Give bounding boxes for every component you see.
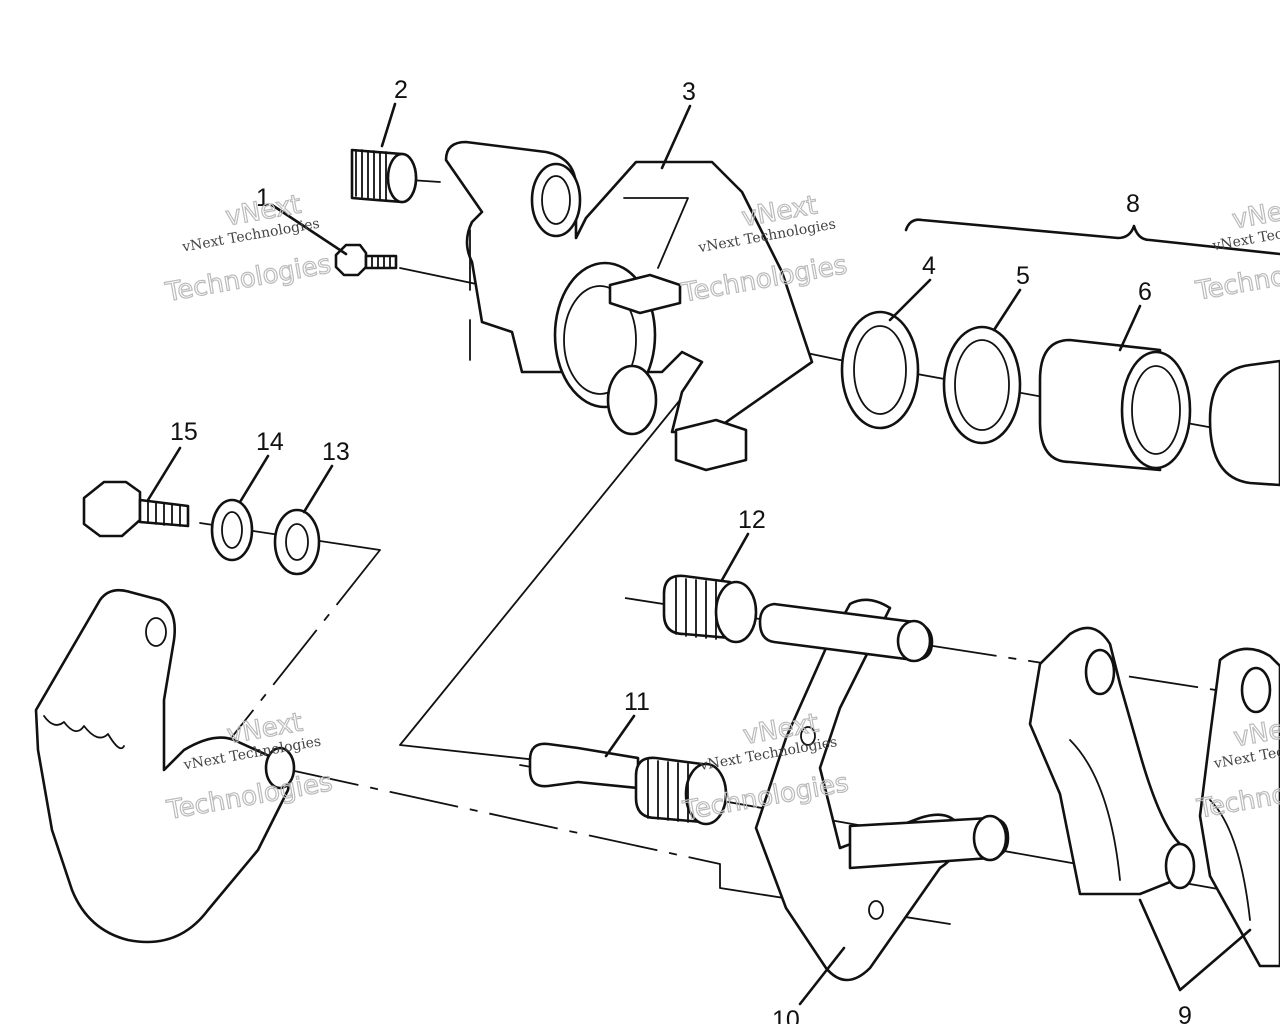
part-lock-washer (210, 498, 254, 562)
part-guide-pin (528, 742, 640, 790)
svg-text:Technologies: Technologies (1193, 248, 1280, 307)
part-flat-washer (273, 508, 321, 576)
callout-10: 10 (772, 1006, 800, 1024)
callout-8: 8 (1126, 190, 1140, 218)
callout-4: 4 (922, 252, 936, 280)
callout-numbers: 1 2 3 4 5 6 8 9 10 11 12 13 14 15 (170, 76, 1192, 1024)
callout-2: 2 (394, 76, 408, 104)
leader-lines (146, 102, 1252, 1006)
part-piston (1038, 338, 1192, 472)
part-caliper-body (444, 140, 814, 472)
part-seal-ring (840, 310, 920, 430)
part-bushing-lower (634, 756, 728, 826)
callout-6: 6 (1138, 278, 1152, 306)
callout-12: 12 (738, 506, 766, 534)
callout-14: 14 (256, 428, 284, 456)
part-mounting-bracket (34, 588, 296, 944)
callout-11: 11 (624, 688, 650, 716)
part-threaded-plug (350, 148, 418, 204)
part-bleeder-screw (334, 243, 398, 277)
part-bolt (82, 480, 190, 538)
callout-13: 13 (322, 438, 350, 466)
part-dust-boot-ring (942, 325, 1022, 445)
bracket-callout-8 (904, 218, 1280, 256)
part-bushing-upper (662, 574, 758, 644)
svg-text:Technologies: Technologies (163, 249, 334, 308)
watermark-top-left: vNext vNext Technologies Technologies (162, 189, 334, 309)
callout-15: 15 (170, 418, 198, 446)
part-brake-pads (1028, 626, 1280, 968)
callout-3: 3 (682, 78, 696, 106)
part-second-piston (1208, 359, 1280, 487)
part-caliper-bracket (754, 598, 1010, 982)
callout-5: 5 (1016, 262, 1030, 290)
callout-9: 9 (1178, 1002, 1192, 1024)
callout-1: 1 (256, 184, 270, 212)
